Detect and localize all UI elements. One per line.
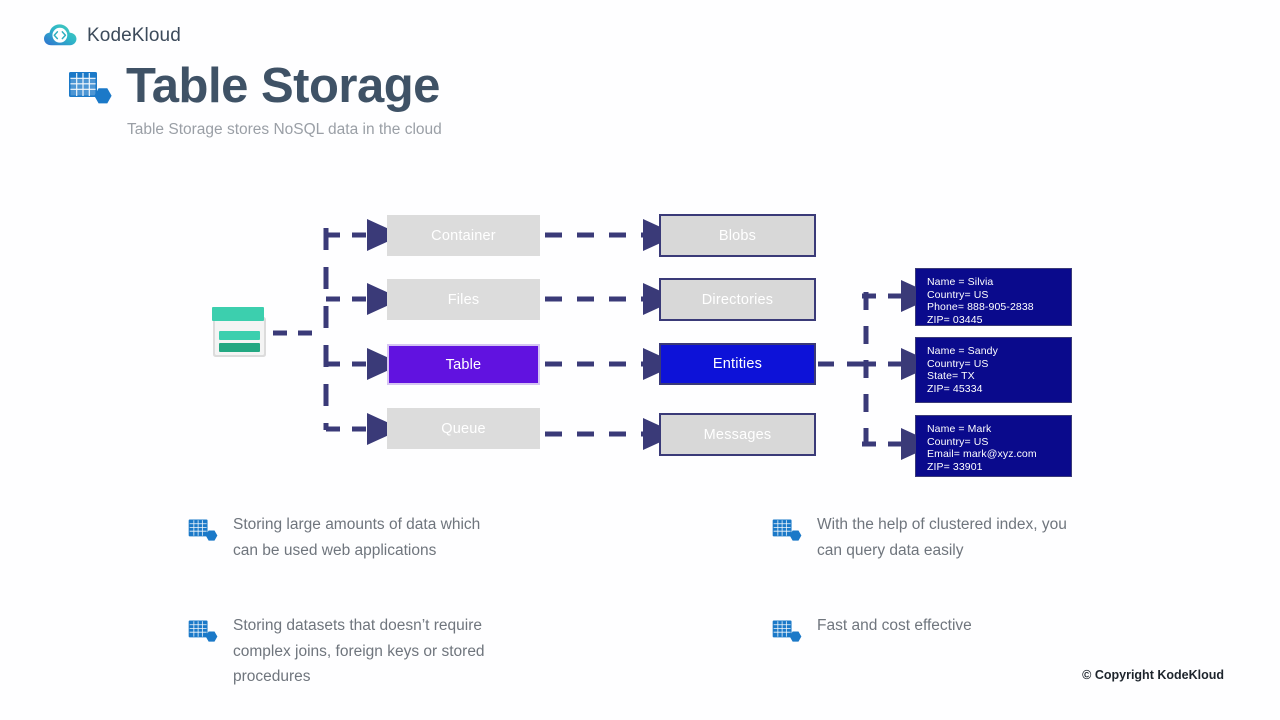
entity-line: Country= US <box>927 288 989 301</box>
bullet-text: Storing datasets that doesn’t require co… <box>233 617 485 685</box>
entity-line: Name = Silvia <box>927 276 994 288</box>
bullet-item-2: With the help of clustered index, you ca… <box>772 512 1072 563</box>
node-entities[interactable]: Entities <box>659 343 816 385</box>
table-storage-icon <box>772 620 802 642</box>
node-label: Container <box>431 227 496 244</box>
entity-line: ZIP= 03445 <box>927 314 983 327</box>
bullet-text: Fast and cost effective <box>817 617 972 634</box>
copyright-notice: © Copyright KodeKloud <box>1082 668 1224 682</box>
entity-box-mark[interactable]: Name = Mark Country= US Email= mark@xyz.… <box>915 415 1072 477</box>
cloud-code-icon <box>44 24 77 46</box>
bullet-text: With the help of clustered index, you ca… <box>817 516 1067 559</box>
bullet-item-4: Fast and cost effective <box>772 613 1072 649</box>
entity-line: Phone= 888-905-2838 <box>927 301 1034 314</box>
entity-line: Name = Sandy <box>927 345 998 357</box>
node-directories[interactable]: Directories <box>659 278 816 321</box>
node-messages[interactable]: Messages <box>659 413 816 456</box>
bullet-item-1: Storing large amounts of data which can … <box>188 512 488 563</box>
table-storage-icon <box>188 620 218 642</box>
node-table[interactable]: Table <box>387 344 540 385</box>
entity-line: Email= mark@xyz.com <box>927 448 1037 461</box>
table-storage-icon <box>772 519 802 541</box>
table-storage-icon <box>69 72 112 104</box>
brand-name: KodeKloud <box>87 25 181 46</box>
entity-line: Country= US <box>927 435 989 448</box>
node-label: Files <box>447 291 480 308</box>
bullet-text: Storing large amounts of data which can … <box>233 516 481 559</box>
node-container[interactable]: Container <box>387 215 540 256</box>
entity-box-sandy[interactable]: Name = Sandy Country= US State= TX ZIP= … <box>915 337 1072 403</box>
node-label: Messages <box>703 426 772 443</box>
entity-line: ZIP= 33901 <box>927 461 983 474</box>
entity-line: Name = Mark <box>927 423 992 435</box>
brand-logo-group: KodeKloud <box>44 22 181 50</box>
page-title: Table Storage <box>126 59 440 113</box>
node-label: Blobs <box>718 227 757 244</box>
node-label: Queue <box>441 420 486 437</box>
node-blobs[interactable]: Blobs <box>659 214 816 257</box>
node-files[interactable]: Files <box>387 279 540 320</box>
entity-box-silvia[interactable]: Name = Silvia Country= US Phone= 888-905… <box>915 268 1072 326</box>
entity-line: State= TX <box>927 370 975 383</box>
entity-line: Country= US <box>927 357 989 370</box>
storage-account-icon <box>212 307 266 357</box>
entity-line: ZIP= 45334 <box>927 383 983 396</box>
node-label: Table <box>445 356 482 373</box>
bullet-item-3: Storing datasets that doesn’t require co… <box>188 613 488 690</box>
node-label: Directories <box>701 291 774 308</box>
node-queue[interactable]: Queue <box>387 408 540 449</box>
table-storage-icon <box>188 519 218 541</box>
node-label: Entities <box>712 356 763 372</box>
page-subtitle: Table Storage stores NoSQL data in the c… <box>127 121 442 138</box>
